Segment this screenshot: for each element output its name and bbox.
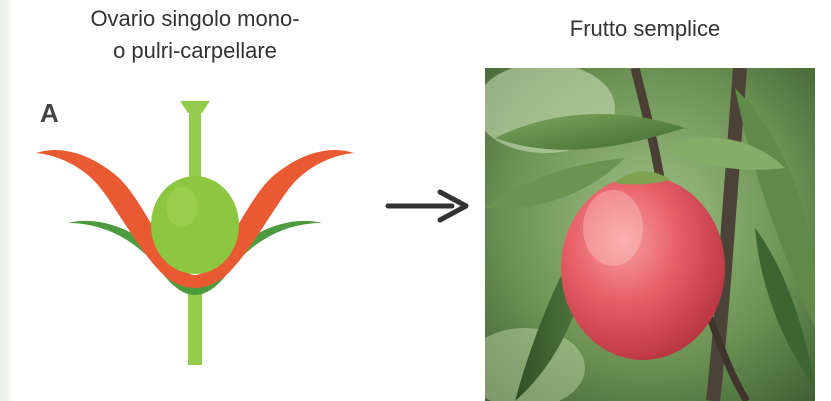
arrow-right-icon xyxy=(384,186,474,226)
left-edge-shade xyxy=(0,0,14,401)
flower-ovary-diagram xyxy=(30,95,370,370)
fruit-photo xyxy=(485,68,815,401)
ovary-caption-line1: Ovario singolo mono- xyxy=(40,4,350,34)
ovary-highlight xyxy=(166,187,198,227)
stigma-shape xyxy=(180,101,210,113)
fruit-highlight xyxy=(583,190,643,266)
panel-letter: A xyxy=(40,98,59,129)
fruit-caption: Frutto semplice xyxy=(520,14,770,44)
ovary-shape xyxy=(151,176,239,274)
ovary-caption-line2: o pulri-carpellare xyxy=(40,36,350,66)
fruit-shape xyxy=(561,176,725,360)
